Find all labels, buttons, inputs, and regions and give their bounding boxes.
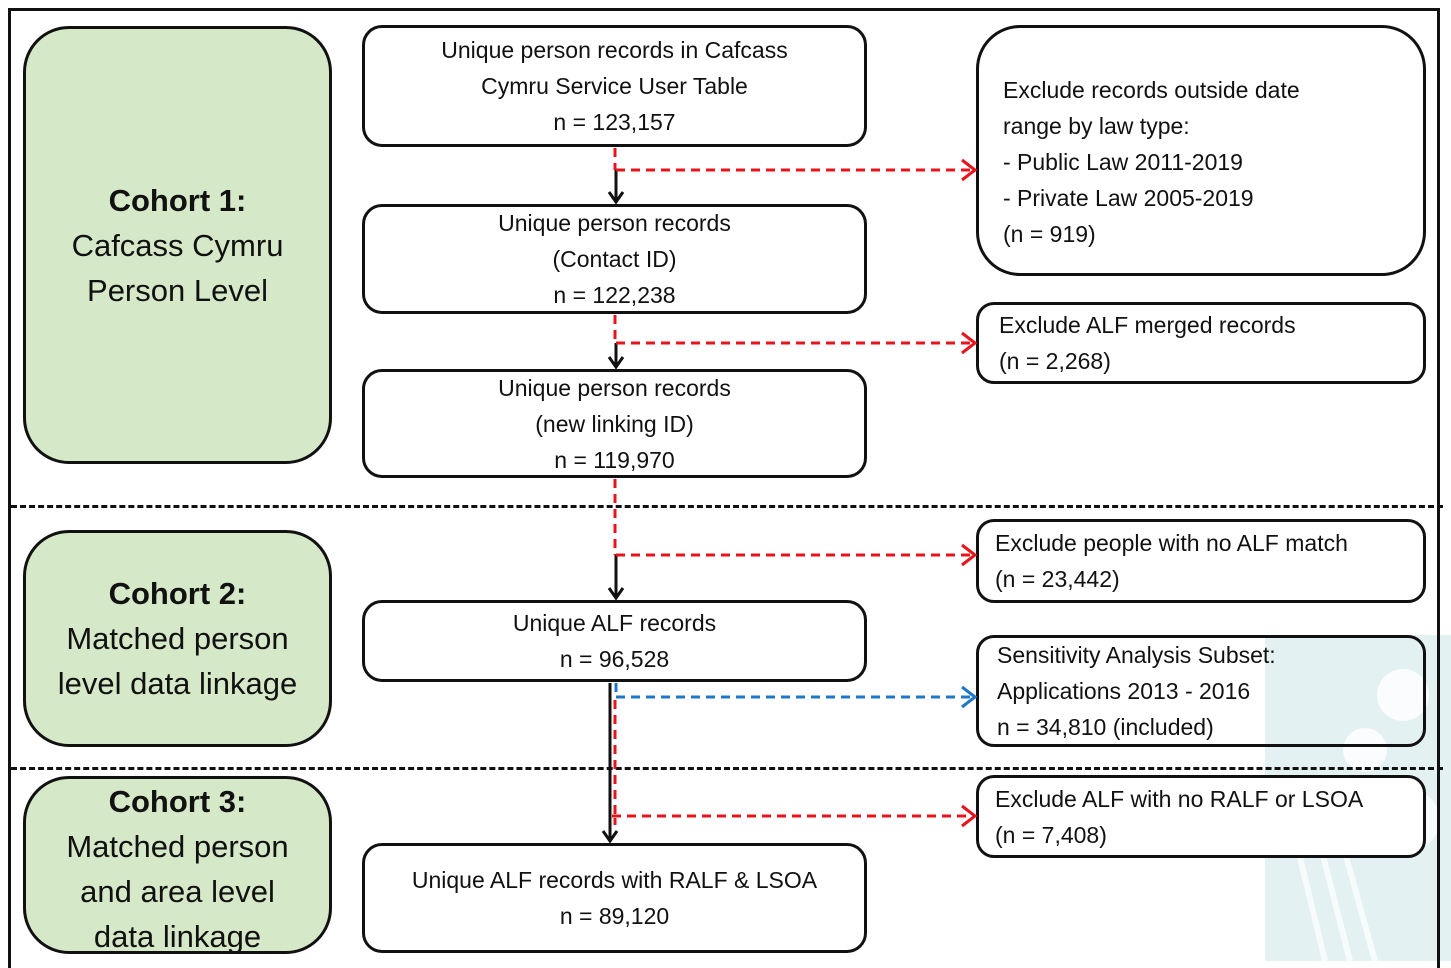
flow-box-unique-alf: Unique ALF records n = 96,528 [362,600,867,682]
box-line: Exclude ALF with no RALF or LSOA [995,785,1364,812]
exclude-merged-box: Exclude ALF merged records (n = 2,268) [976,302,1426,384]
box-count: n = 122,238 [553,282,676,308]
box-line: range by law type: [1003,113,1190,139]
box-line: Cymru Service User Table [481,73,748,99]
box-count: (n = 919) [1003,221,1096,247]
cohort-3-line: Matched person [66,829,289,864]
black-flow-arrows [601,170,625,844]
box-line: Unique ALF records [512,610,717,636]
flow-box-service-user-table: Unique person records in Cafcass Cymru S… [362,25,867,147]
box-count: n = 34,810 (included) [997,714,1214,740]
exclude-date-range-box: Exclude records outside date range by la… [976,25,1426,276]
cohort-3-line: and area level [80,874,275,909]
exclude-no-ralf-lsoa-box: Exclude ALF with no RALF or LSOA (n = 7,… [976,775,1426,858]
diagram-frame [8,8,1440,968]
box-line: Unique person records [498,210,731,236]
box-line: Exclude ALF merged records [999,312,1296,338]
box-line: (Contact ID) [552,246,677,272]
box-count: n = 96,528 [559,646,670,672]
box-line: Exclude records outside date [1003,77,1300,103]
box-line: - Public Law 2011-2019 [1003,149,1243,175]
cohort-2-panel: Cohort 2: Matched person level data link… [23,530,332,747]
cohort-3-line: data linkage [93,919,262,954]
box-count: (n = 2,268) [999,348,1111,374]
cohort-2-title: Cohort 2: [108,576,247,611]
blue-subset-arrow [614,683,978,709]
box-line: Applications 2013 - 2016 [997,678,1251,704]
box-line: Unique ALF records with RALF & LSOA [411,867,818,893]
box-count: n = 119,970 [554,446,675,473]
cohort-3-title: Cohort 3: [108,784,247,819]
cohort-divider-1 [11,505,1443,508]
box-line: Exclude people with no ALF match [995,530,1348,556]
flow-box-new-linking-id: Unique person records (new linking ID) n… [362,369,867,478]
cohort-1-line: Cafcass Cymru [71,227,284,263]
box-count: (n = 23,442) [995,566,1120,592]
box-line: Unique person records in Cafcass [441,37,788,63]
box-count: n = 123,157 [553,109,676,135]
box-count: (n = 7,408) [995,821,1107,848]
exclude-no-alf-match-box: Exclude people with no ALF match (n = 23… [976,519,1426,603]
cohort-1-line: Person Level [87,272,268,308]
box-line: Sensitivity Analysis Subset: [997,642,1276,668]
box-line: - Private Law 2005-2019 [1003,185,1254,211]
box-count: n = 89,120 [559,903,670,929]
flow-box-alf-ralf-lsoa: Unique ALF records with RALF & LSOA n = … [362,843,867,953]
box-line: (new linking ID) [535,410,694,437]
cohort-1-panel: Cohort 1: Cafcass Cymru Person Level [23,26,332,464]
red-exclusion-arrows [612,158,978,828]
sensitivity-subset-box: Sensitivity Analysis Subset: Application… [976,635,1426,747]
cohort-1-title: Cohort 1: [108,182,247,218]
box-line: Unique person records [498,374,731,401]
cohort-2-line: Matched person [66,621,289,656]
cohort-divider-2 [11,767,1443,770]
flow-box-contact-id: Unique person records (Contact ID) n = 1… [362,204,867,314]
cohort-3-panel: Cohort 3: Matched person and area level … [23,776,332,954]
cohort-2-line: level data linkage [57,666,298,701]
